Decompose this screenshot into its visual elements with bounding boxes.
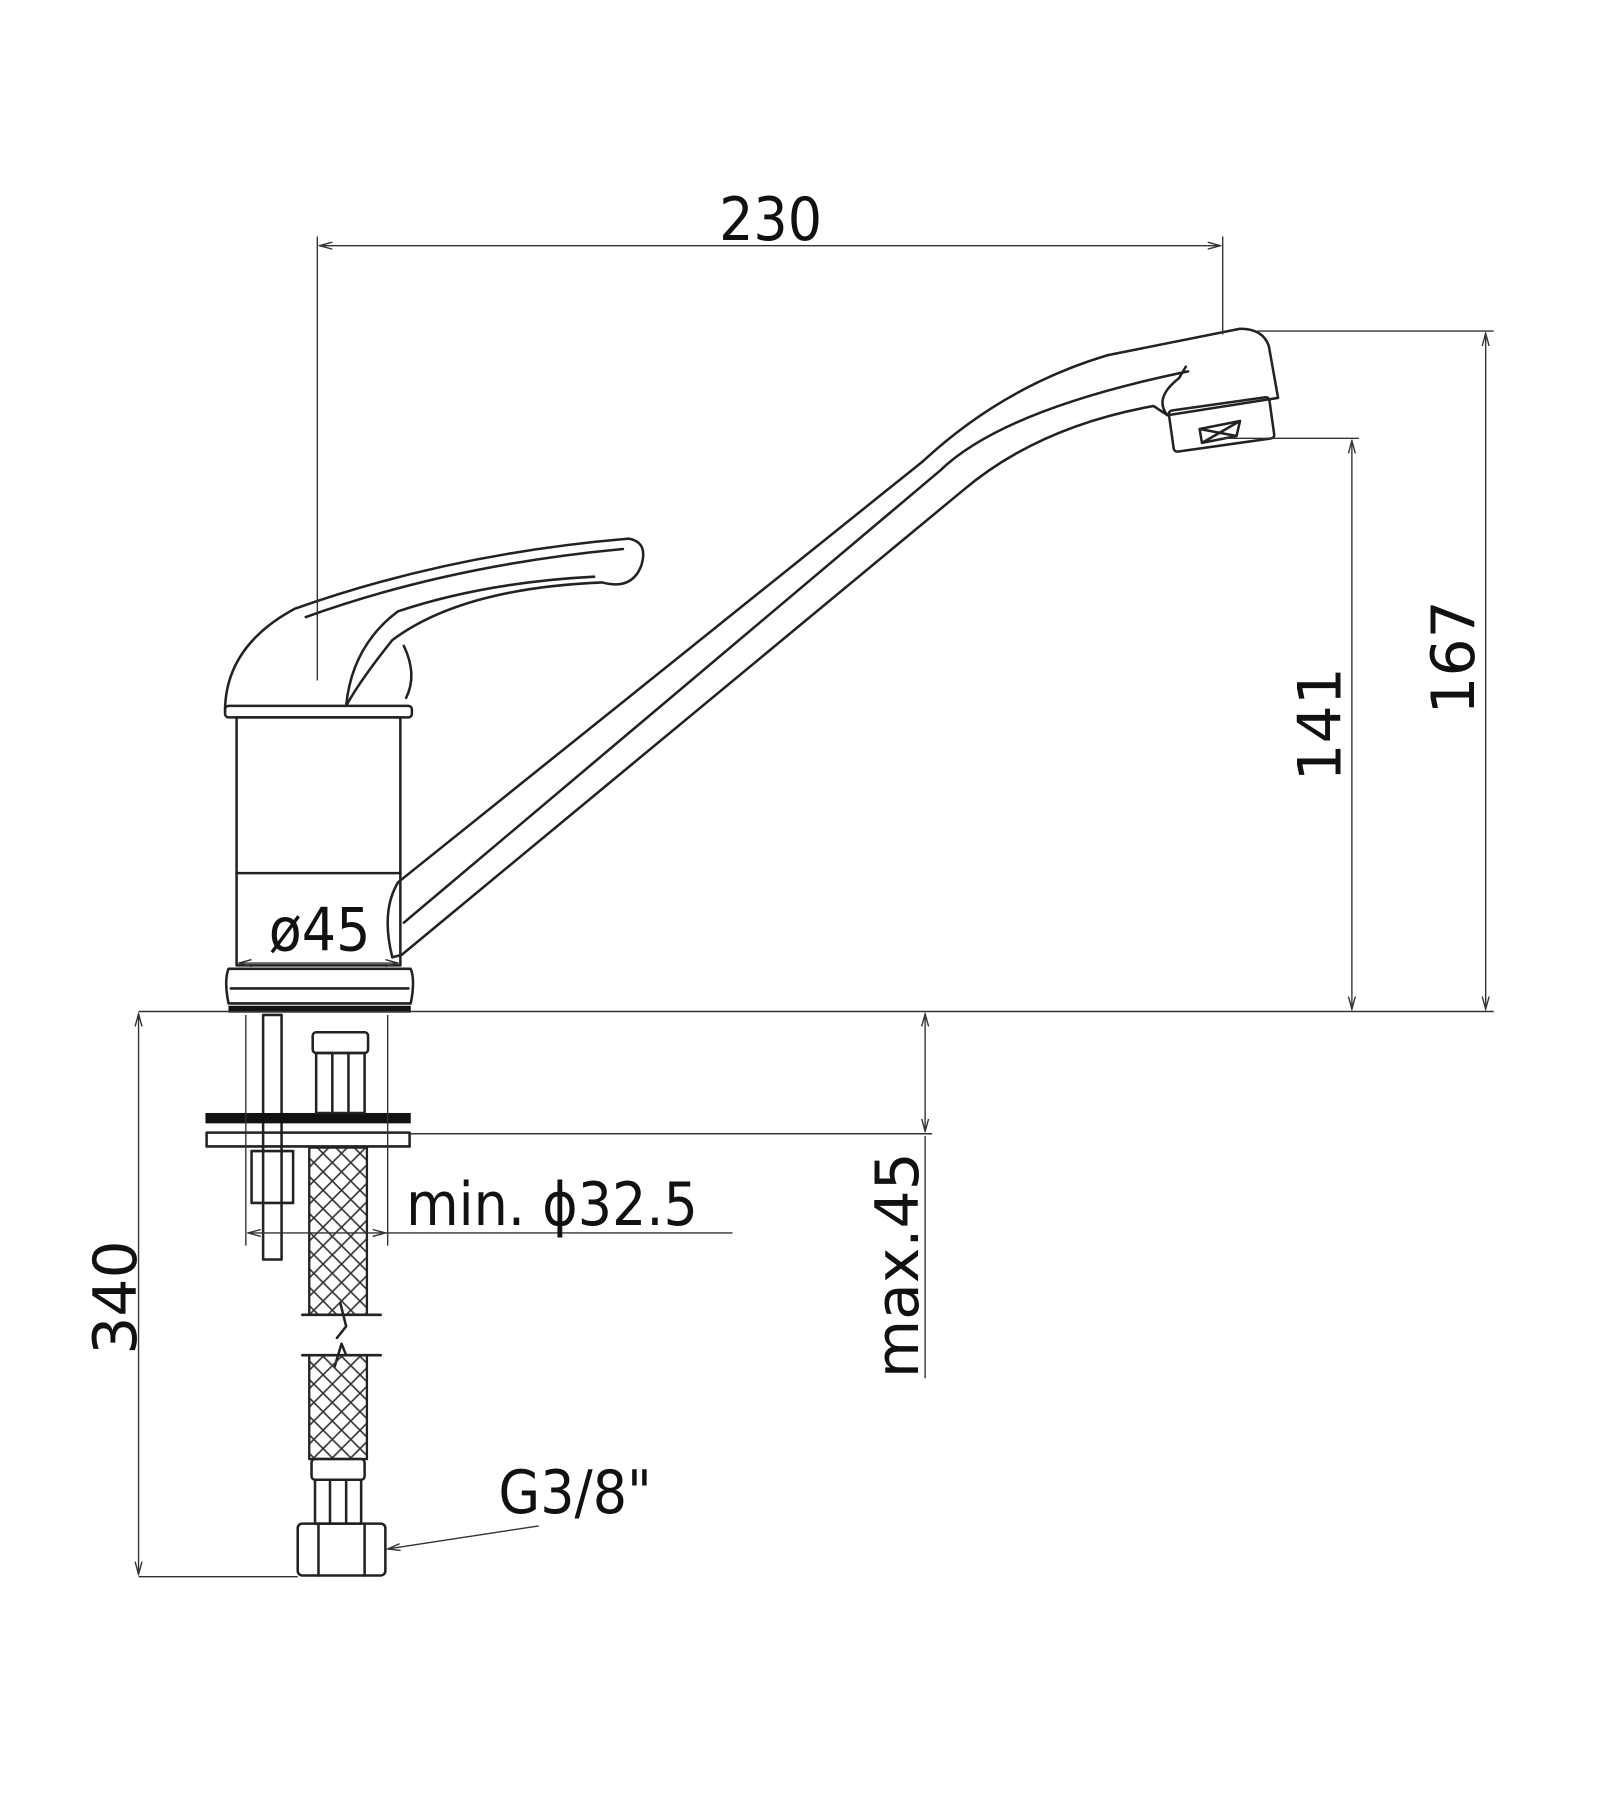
rubber-gasket <box>205 1112 411 1124</box>
hose-nut <box>296 1522 387 1577</box>
base-gasket <box>228 1005 411 1013</box>
dim-total-height: 167 <box>1419 600 1489 714</box>
dimension-lines <box>139 236 1494 1578</box>
dim-body-diameter: ø45 <box>269 895 371 965</box>
handle-lever <box>223 537 645 711</box>
dim-outlet-height: 141 <box>1285 667 1355 781</box>
threaded-rod <box>261 1013 283 1261</box>
dim-spout-reach: 230 <box>719 185 822 255</box>
steel-plate <box>205 1131 411 1148</box>
mounting-kit <box>205 1013 411 1261</box>
dim-hose-thread: G3/8" <box>498 1458 651 1528</box>
base-ring <box>224 967 415 1005</box>
dim-hole-diameter: min. ϕ32.5 <box>406 1170 698 1240</box>
dim-hose-length: 340 <box>81 1240 151 1354</box>
aerator <box>1167 395 1276 453</box>
spout <box>386 327 1280 959</box>
handle-cap <box>223 704 414 719</box>
handle-highlight <box>304 547 625 619</box>
handle-inner-line <box>344 575 596 708</box>
faucet-body <box>223 537 645 1013</box>
dim-max-deck-thickness: max.45 <box>863 1152 933 1378</box>
fixing-nut <box>250 1149 295 1205</box>
